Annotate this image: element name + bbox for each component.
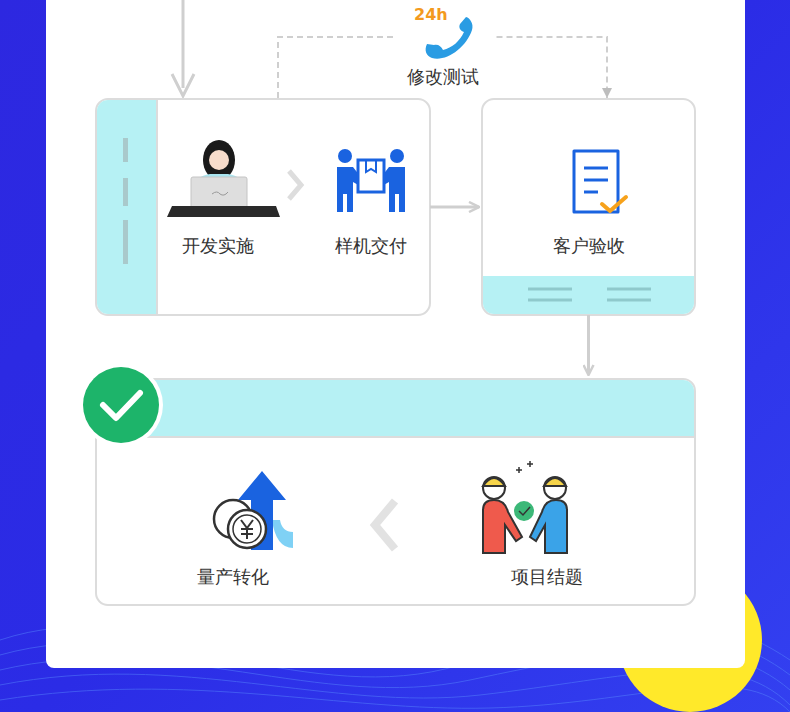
stage-box — [482, 99, 695, 315]
stripe-dash — [123, 178, 128, 206]
step-node: 开发实施 — [158, 98, 278, 315]
check-badge — [83, 367, 159, 443]
step-label: 项目结题 — [511, 567, 583, 587]
feedback-loop — [278, 37, 395, 98]
entry-line — [182, 0, 185, 88]
step-node: 量产转化 — [96, 378, 370, 605]
band-lines — [528, 289, 651, 300]
white-card — [46, 0, 745, 668]
feedback-loop — [497, 37, 608, 98]
service-hours: 24h — [414, 5, 448, 25]
project-close-icon — [483, 461, 567, 553]
flow-arrow — [587, 315, 590, 375]
step-chevron — [375, 501, 395, 549]
stripe-dash — [123, 220, 128, 264]
check-ring — [79, 363, 163, 447]
step-label: 量产转化 — [197, 567, 269, 587]
flow-arrow — [430, 206, 479, 209]
step-label: 客户验收 — [553, 236, 625, 256]
stripe-dash — [123, 138, 128, 162]
step-node: 项目结题 — [400, 378, 694, 605]
stage-box — [96, 379, 695, 605]
step-chevron — [289, 171, 301, 199]
acceptance-icon — [574, 151, 626, 212]
delivery-icon — [337, 149, 405, 212]
stage-box — [96, 99, 430, 315]
cyan-band — [483, 276, 694, 314]
step-node: 样机交付 — [312, 98, 430, 315]
step-label: 样机交付 — [335, 236, 407, 256]
mass-production-icon — [214, 471, 293, 550]
cyan-stripe — [97, 100, 157, 314]
step-label: 开发实施 — [182, 236, 254, 256]
developer-icon — [167, 140, 280, 217]
entry-head — [172, 74, 194, 96]
loop-label: 修改测试 — [407, 67, 479, 87]
cyan-band — [97, 380, 694, 437]
step-node: 客户验收 — [482, 98, 695, 315]
